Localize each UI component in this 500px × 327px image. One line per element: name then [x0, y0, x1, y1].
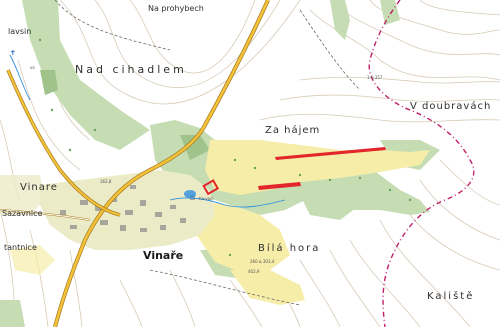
streams: [9, 54, 286, 208]
tracks: [54, 0, 361, 306]
label-bila-hora: Bílá hora: [258, 243, 321, 254]
label-nad-cihadlem: Nad cihadlem: [75, 63, 187, 76]
village-area: [0, 170, 215, 250]
label-spot-elevation-3: 362,8: [100, 179, 112, 184]
field-areas: [10, 140, 430, 305]
admin-boundary: [368, 0, 475, 327]
label-hratnice: tantnice: [4, 243, 37, 252]
label-vinare-upper: Vinare: [20, 182, 58, 193]
label-vinare-village: Vinaře: [143, 249, 184, 262]
church-icon: ✝: [10, 49, 16, 57]
label-elevation-small: 260 ∆ 303,4: [250, 259, 275, 264]
main-road: [0, 0, 270, 327]
label-hajek-small: ha-vaci: [199, 196, 214, 201]
pond-icon: [184, 190, 196, 198]
label-za-hajem: Za hájem: [265, 125, 321, 136]
label-spot-elevation-1: 1-0,357: [367, 75, 383, 80]
label-v-doubravach: V doubravách: [410, 101, 492, 112]
label-kaliste: Kaliště: [427, 291, 475, 302]
tree-symbols: [38, 38, 412, 257]
label-lavsin: lavsin: [8, 27, 32, 36]
highlighted-parcels: [202, 147, 386, 196]
label-spot-elevation-2: 402,9: [248, 269, 260, 274]
label-na-prohybech: Na prohybech: [148, 4, 204, 13]
label-sazavnice: Sazavnice: [2, 209, 43, 218]
label-stream-vo: vo: [30, 65, 35, 70]
